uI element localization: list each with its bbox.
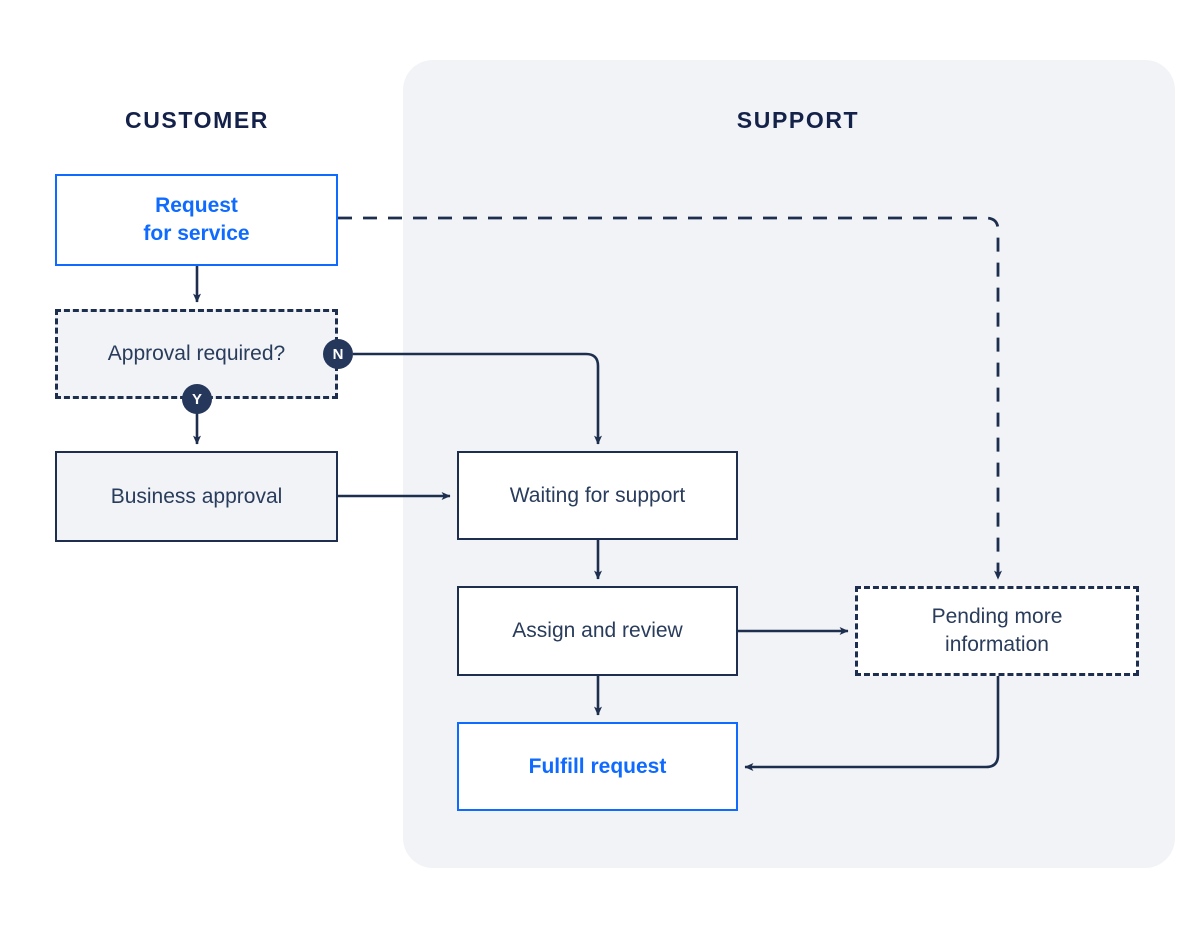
- node-pending-more-information-line2: information: [945, 633, 1049, 656]
- node-waiting-for-support[interactable]: Waiting for support: [457, 451, 738, 540]
- node-fulfill-request[interactable]: Fulfill request: [457, 722, 738, 811]
- node-approval-required-label: Approval required?: [107, 342, 286, 366]
- node-request-for-service-label: Request for service: [133, 192, 259, 247]
- node-request-for-service-line1: Request: [155, 194, 238, 218]
- node-assign-and-review[interactable]: Assign and review: [457, 586, 738, 676]
- lane-title-customer: CUSTOMER: [125, 107, 269, 133]
- node-request-for-service-line2: for service: [143, 222, 250, 245]
- node-pending-more-information-label: Pending more information: [922, 603, 1073, 658]
- decision-badge-yes-label: Y: [191, 390, 202, 408]
- lane-title-support: SUPPORT: [736, 107, 860, 133]
- decision-badge-no[interactable]: N: [323, 339, 353, 369]
- node-assign-and-review-label: Assign and review: [512, 619, 683, 643]
- node-pending-more-information-line1: Pending more: [931, 605, 1063, 629]
- node-fulfill-request-label: Fulfill request: [528, 754, 667, 778]
- node-pending-more-information[interactable]: Pending more information: [855, 586, 1139, 676]
- decision-badge-no-label: N: [332, 345, 344, 363]
- decision-badge-yes[interactable]: Y: [182, 384, 212, 414]
- node-business-approval-label: Business approval: [110, 484, 283, 508]
- node-request-for-service[interactable]: Request for service: [55, 174, 338, 266]
- node-waiting-for-support-label: Waiting for support: [509, 483, 686, 507]
- node-business-approval[interactable]: Business approval: [55, 451, 338, 542]
